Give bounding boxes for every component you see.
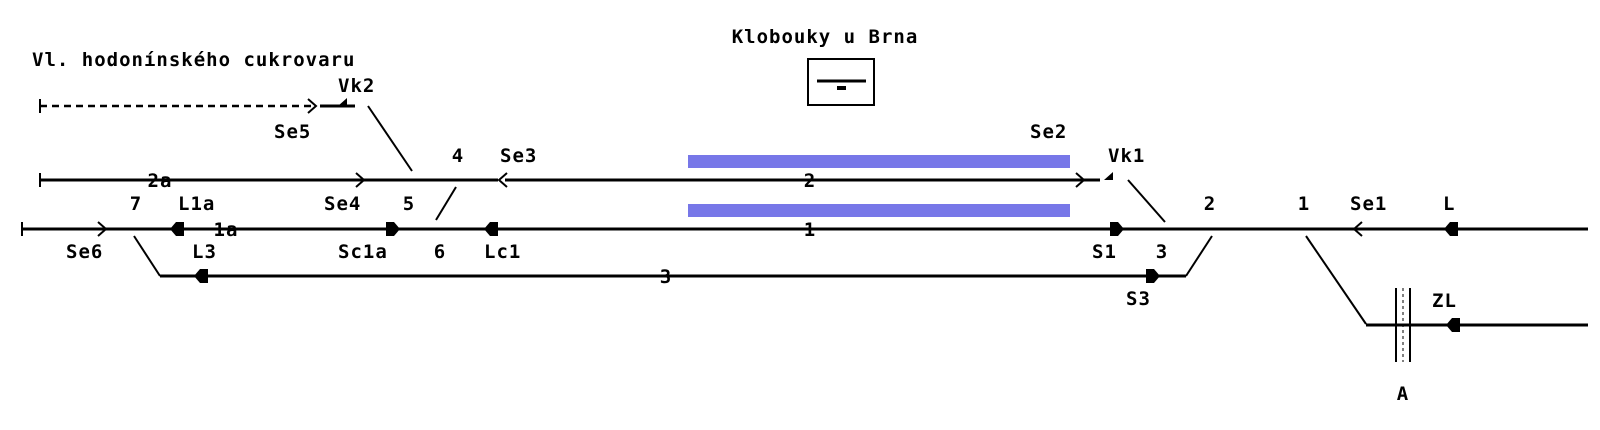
signal-label-Se2: Se2	[1030, 121, 1067, 143]
signal-label-Se3: Se3	[500, 145, 537, 167]
signal-label-S3: S3	[1126, 288, 1151, 310]
station-name: Klobouky u Brna	[732, 26, 919, 48]
switch-label-1: 1	[1298, 193, 1310, 215]
track-label-1: 1	[804, 219, 816, 241]
signal-main-icon	[170, 222, 184, 236]
signal-label-L3: L3	[192, 241, 217, 263]
track-1-line	[21, 186, 1588, 236]
switch-label-6: 6	[434, 241, 446, 263]
signal-label-S1: S1	[1092, 241, 1117, 263]
track-label-3: 3	[660, 266, 672, 288]
switch-label-2: 2	[1204, 193, 1216, 215]
signal-main-icon	[1146, 269, 1160, 283]
switch-label-5: 5	[403, 193, 415, 215]
signal-shunt-icon	[355, 172, 366, 188]
switch-label-3: 3	[1156, 241, 1168, 263]
track-2-line	[39, 173, 1166, 223]
derail-icon	[1104, 172, 1113, 180]
signal-shunt-icon	[1352, 221, 1363, 237]
signal-shunt-icon	[97, 221, 108, 237]
signal-shunt-icon	[307, 98, 318, 114]
signal-label-Sc1a: Sc1a	[338, 241, 388, 263]
track-label-2: 2	[804, 170, 816, 192]
derail-label-Vk1: Vk1	[1108, 145, 1145, 167]
signal-shunt-icon	[497, 172, 508, 188]
derail-icon	[338, 98, 347, 106]
signal-label-Lc1: Lc1	[484, 241, 521, 263]
platform-lower	[688, 204, 1070, 217]
switch-label-4: 4	[452, 145, 464, 167]
signal-main-icon	[386, 222, 400, 236]
signal-label-Se1: Se1	[1350, 193, 1387, 215]
siding-name: Vl. hodonínského cukrovaru	[32, 49, 355, 71]
signal-main-icon	[1110, 222, 1124, 236]
signal-main-icon	[1446, 318, 1460, 332]
signal-label-L1a: L1a	[178, 193, 215, 215]
signal-label-Se6: Se6	[66, 241, 103, 263]
signal-label-Se5: Se5	[274, 121, 311, 143]
track-label-2a: 2a	[148, 170, 173, 192]
switch-label-7: 7	[130, 193, 142, 215]
signal-main-icon	[1444, 222, 1458, 236]
signal-main-icon	[194, 269, 208, 283]
derail-label-Vk2: Vk2	[338, 75, 375, 97]
signal-shunt-icon	[1075, 172, 1086, 188]
siding-track	[39, 99, 413, 172]
track-3-line	[133, 235, 1213, 278]
signal-label-ZL: ZL	[1432, 290, 1457, 312]
crossing-label: A	[1397, 383, 1409, 405]
track-label-1a: 1a	[214, 219, 239, 241]
signal-label-L: L	[1443, 193, 1455, 215]
platform-upper	[688, 155, 1070, 168]
station-building-icon	[807, 58, 875, 106]
level-crossing	[1395, 288, 1411, 362]
signal-main-icon	[484, 222, 498, 236]
signal-label-Se4: Se4	[324, 193, 361, 215]
